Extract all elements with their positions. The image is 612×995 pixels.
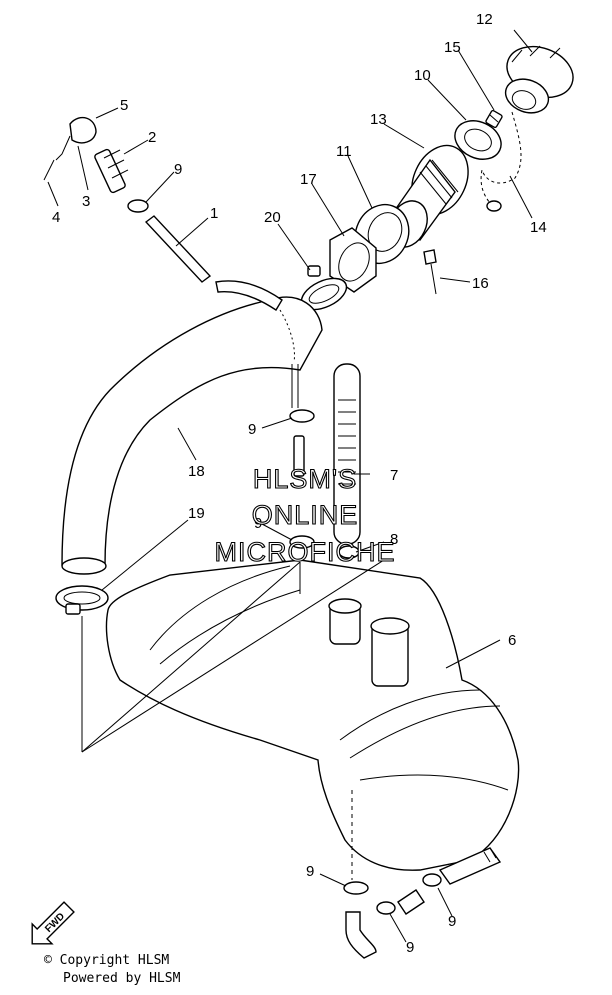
callout-6: 6 [508, 632, 516, 649]
powered-by-text: Powered by HLSM [63, 971, 181, 986]
watermark-line-3: MICROFICHE [215, 537, 396, 567]
callout-8: 8 [390, 531, 398, 548]
callout-10: 10 [414, 67, 431, 84]
callout-4: 4 [52, 209, 60, 226]
callout-16: 16 [472, 275, 489, 292]
part-1-breather-hose [144, 215, 299, 408]
watermark-line-1: HLSM'S [253, 464, 357, 494]
callout-11: 11 [336, 143, 352, 160]
callout-9c: 9 [254, 515, 262, 532]
part-3-4-5-fittings [43, 116, 97, 181]
callout-9b: 9 [248, 421, 256, 438]
callout-2: 2 [148, 129, 156, 146]
part-14-chain [480, 111, 522, 212]
callout-12: 12 [476, 11, 493, 28]
part-20-clamp [300, 265, 348, 311]
part-18-filler-hose [61, 296, 323, 575]
callout-labels: 1 2 3 4 5 6 7 8 9 9 9 9 9 9 10 11 12 13 … [52, 11, 547, 956]
callout-13: 13 [370, 111, 387, 128]
callout-19: 19 [188, 505, 205, 522]
part-9-clamps [127, 199, 442, 915]
part-17-nut [329, 227, 377, 293]
part-2-check-valve [94, 148, 129, 194]
callout-18: 18 [188, 463, 205, 480]
callout-1: 1 [210, 205, 218, 222]
part-15-screw [485, 109, 503, 129]
fwd-arrow-icon: FWD [31, 901, 75, 945]
callout-9f: 9 [448, 913, 456, 930]
callout-9d: 9 [306, 863, 314, 880]
callout-5: 5 [120, 97, 128, 114]
part-7-strainer [333, 363, 361, 545]
part-16-rivet [423, 249, 437, 295]
part-10-gasket [454, 120, 502, 160]
leader-lines [47, 29, 533, 943]
part-12-filler-cap [504, 45, 574, 114]
callout-17: 17 [300, 171, 317, 188]
part-19-clamp [55, 585, 109, 615]
watermark-line-2: ONLINE [252, 500, 359, 530]
part-6-fuel-tank [105, 559, 520, 880]
callout-9a: 9 [174, 161, 182, 178]
callout-15: 15 [444, 39, 461, 56]
callout-3: 3 [82, 193, 90, 210]
watermark: HLSM'S ONLINE MICROFICHE [214, 463, 396, 567]
tank-outlet-hoses [345, 847, 502, 959]
callout-9e: 9 [406, 939, 414, 956]
callout-14: 14 [530, 219, 547, 236]
callout-20: 20 [264, 209, 281, 226]
copyright-text: © Copyright HLSM [44, 953, 170, 968]
callout-7: 7 [390, 467, 398, 484]
